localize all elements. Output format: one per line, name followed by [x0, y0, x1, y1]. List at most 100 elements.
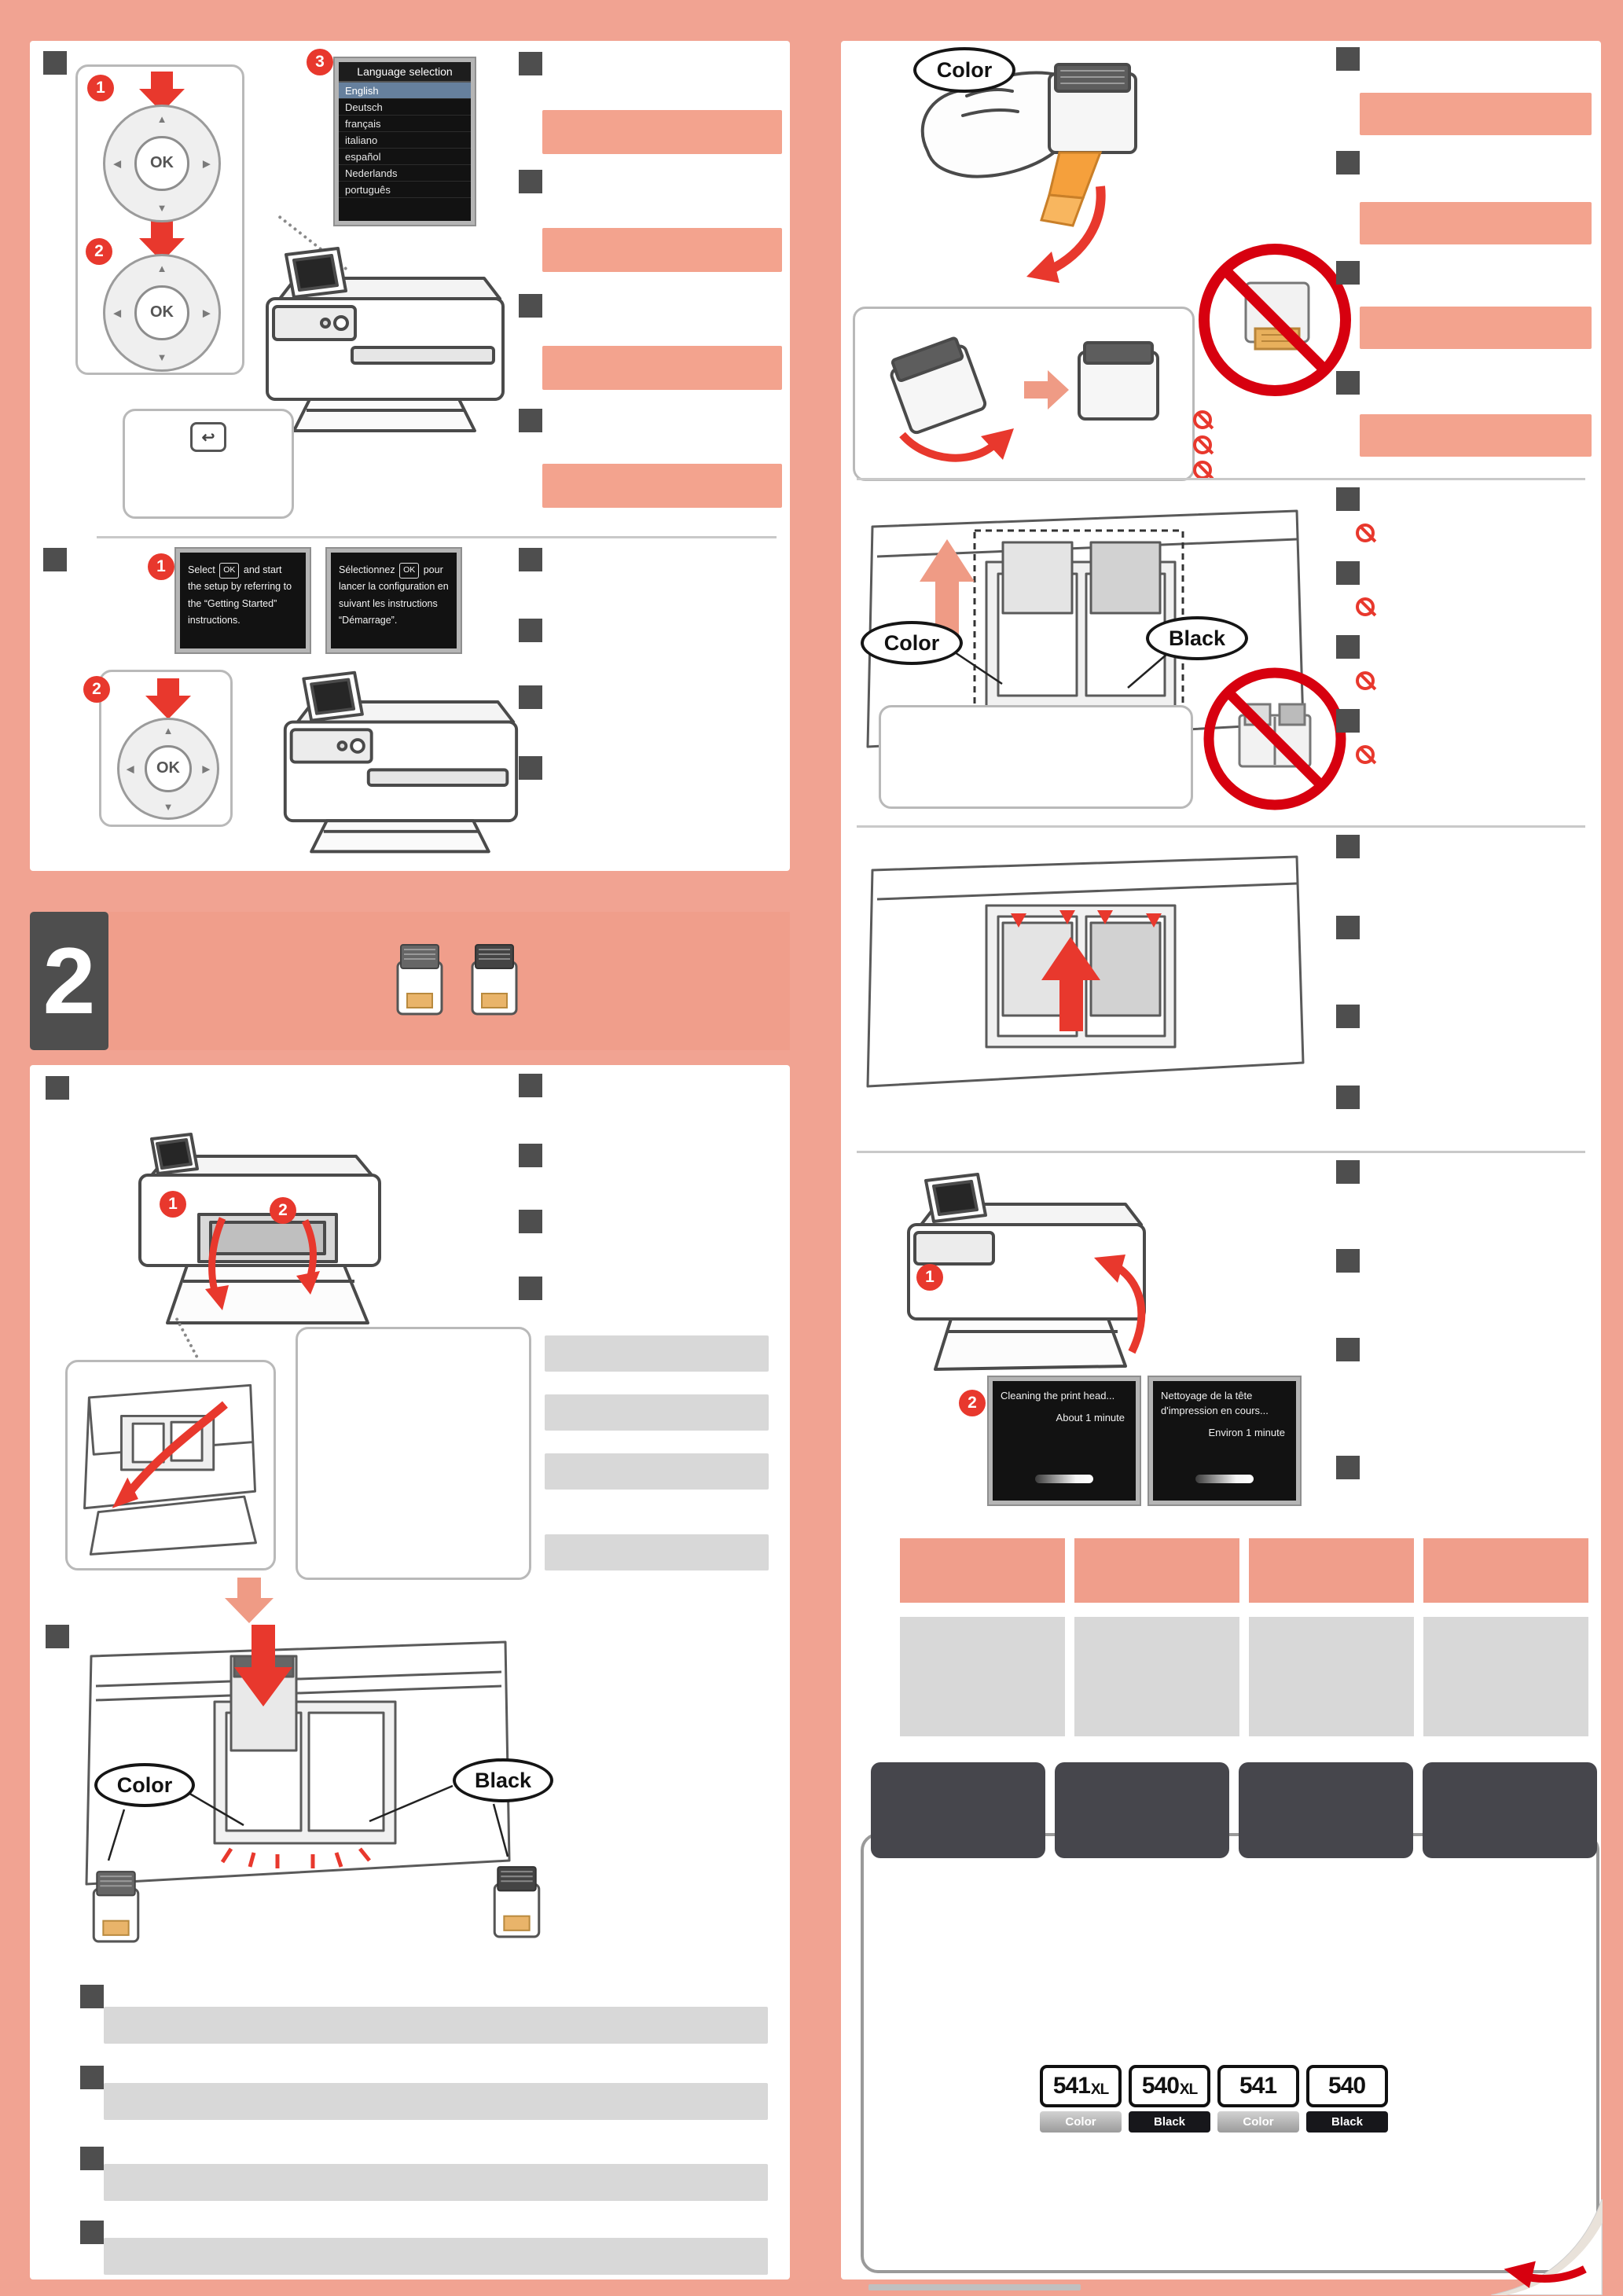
model-number: 540: [1327, 2073, 1366, 2099]
redacted-text-bar: [542, 110, 782, 154]
color-label: Color: [936, 57, 993, 82]
page-curl: [1491, 2199, 1603, 2295]
section-number-block: 2: [30, 912, 108, 1050]
dial-left-icon: ◀: [113, 157, 122, 170]
footer-part-number: [868, 2284, 1081, 2290]
ink-cartridge-icon: [92, 1871, 140, 1943]
step-bullet: [1336, 561, 1360, 585]
step-badge: 1: [148, 553, 174, 580]
note-box: [879, 705, 1193, 809]
prohibition-icon: [1356, 597, 1375, 616]
prohibition-icon: [1356, 671, 1375, 690]
step-bullet: [519, 1277, 542, 1300]
cartridge-orientation-box: [853, 307, 1195, 481]
step-bullet: [519, 1210, 542, 1233]
cartridge-flip-illustration: [890, 336, 1159, 462]
model-suffix: XL: [1090, 2081, 1109, 2098]
setup-text-before: Select: [188, 564, 215, 575]
do-not-touch-carriage-sign: [1203, 667, 1346, 810]
language-option: español: [339, 149, 471, 165]
cleaning-screen-french: Nettoyage de la tête d'impression en cou…: [1147, 1376, 1302, 1506]
cartridge-insert-illustration: [866, 509, 1305, 761]
section-divider: [97, 536, 777, 538]
step-bullet: [1336, 1249, 1360, 1273]
interior-zoom-box: [65, 1360, 276, 1570]
dial-instruction-box: ▲ ▼ ◀ ▶ OK: [99, 670, 233, 827]
back-icon: ↩: [190, 422, 226, 452]
setup-instruction-text-fr: Sélectionnez OK pour lancer la configura…: [331, 553, 457, 638]
salmon-down-arrow-icon: [225, 1578, 274, 1623]
ok-key-icon: OK: [399, 563, 420, 579]
dial-up-icon: ▲: [156, 112, 167, 125]
step-badge: 2: [83, 676, 110, 703]
step-bullet: [1336, 371, 1360, 395]
redacted-text-bar: [104, 2238, 768, 2275]
cartridge-model-number: 541: [1217, 2065, 1299, 2107]
step-bullet: [80, 1985, 104, 2008]
ok-dial: ▲ ▼ ◀ ▶ OK: [117, 718, 219, 820]
step-bullet: [1336, 47, 1360, 71]
ok-dial: ▲ ▼ ◀ ▶ OK: [103, 254, 221, 372]
section-divider: [857, 1151, 1585, 1153]
ok-button-label: OK: [134, 136, 189, 191]
redacted-text-bar: [104, 2164, 768, 2201]
dial-right-icon: ▶: [202, 307, 211, 319]
progress-indicator: [1035, 1475, 1093, 1483]
language-tab-block: [1055, 1762, 1229, 1858]
table-body-cell: [1074, 1617, 1239, 1736]
cleaning-status-text: Cleaning the print head...: [1001, 1390, 1115, 1401]
prohibition-icon: [1356, 745, 1375, 764]
step-bullet: [1336, 1160, 1360, 1184]
cleaning-screen-english: Cleaning the print head... About 1 minut…: [987, 1376, 1141, 1506]
ink-cartridge-icon: [396, 944, 443, 1016]
step-bullet: [1336, 916, 1360, 939]
model-number: 540: [1141, 2073, 1180, 2099]
cartridge-type-strip: Black: [1129, 2111, 1210, 2133]
prohibition-icon: [1356, 523, 1375, 542]
ok-dial: ▲ ▼ ◀ ▶ OK: [103, 105, 221, 222]
step-bullet: [46, 1625, 69, 1648]
dial-left-icon: ◀: [126, 762, 134, 775]
setup-text-after: pour lancer la configuration en suivant …: [339, 564, 449, 626]
section2-install-panel: 1 2: [30, 1065, 790, 2279]
step-bullet: [1336, 1086, 1360, 1109]
language-option: Deutsch: [339, 99, 471, 116]
black-label: Black: [1168, 626, 1226, 650]
printer-open-cover-illustration: [138, 1133, 381, 1324]
progress-indicator: [1195, 1475, 1254, 1483]
table-body-cell: [1249, 1617, 1414, 1736]
step-bullet: [1336, 1338, 1360, 1361]
dial-right-icon: ▶: [202, 157, 211, 170]
step-bullet: [519, 1074, 542, 1097]
section-title-band: [108, 912, 790, 1050]
language-option: italiano: [339, 132, 471, 149]
step-badge: 2: [959, 1390, 986, 1416]
setup-instruction-text-en: Select OK and start the setup by referri…: [180, 553, 306, 638]
color-label: Color: [883, 630, 940, 655]
section-divider: [857, 478, 1585, 480]
step-bullet: [519, 619, 542, 642]
printer-interior-illustration: [83, 1383, 257, 1556]
step-bullet: [519, 294, 542, 318]
step-badge: 2: [270, 1197, 296, 1224]
table-header-cell: [1249, 1538, 1414, 1603]
note-box: [296, 1327, 531, 1580]
color-label: Color: [116, 1773, 173, 1797]
ok-button-label: OK: [134, 285, 189, 340]
setup-screen-french: Sélectionnez OK pour lancer la configura…: [325, 547, 462, 654]
dial-up-icon: ▲: [156, 262, 167, 274]
dial-down-icon: ▼: [156, 351, 167, 364]
printer-illustration: [283, 670, 519, 854]
language-selection-screen: Language selection English Deutsch franç…: [333, 57, 476, 226]
dial-right-icon: ▶: [202, 762, 211, 775]
dial-instruction-box: 1 ▲ ▼ ◀ ▶ OK 2 ▲ ▼ ◀ ▶ OK: [75, 64, 244, 375]
step-badge: 3: [307, 49, 333, 75]
redacted-text-bar: [1360, 93, 1592, 135]
step-bullet: [43, 51, 67, 75]
black-label: Black: [474, 1768, 532, 1792]
printer-close-cover-illustration: [907, 1173, 1146, 1371]
step-bullet: [1336, 151, 1360, 174]
cartridge-steps-panel: Color: [841, 41, 1601, 2279]
red-down-arrow-icon: [139, 221, 185, 262]
